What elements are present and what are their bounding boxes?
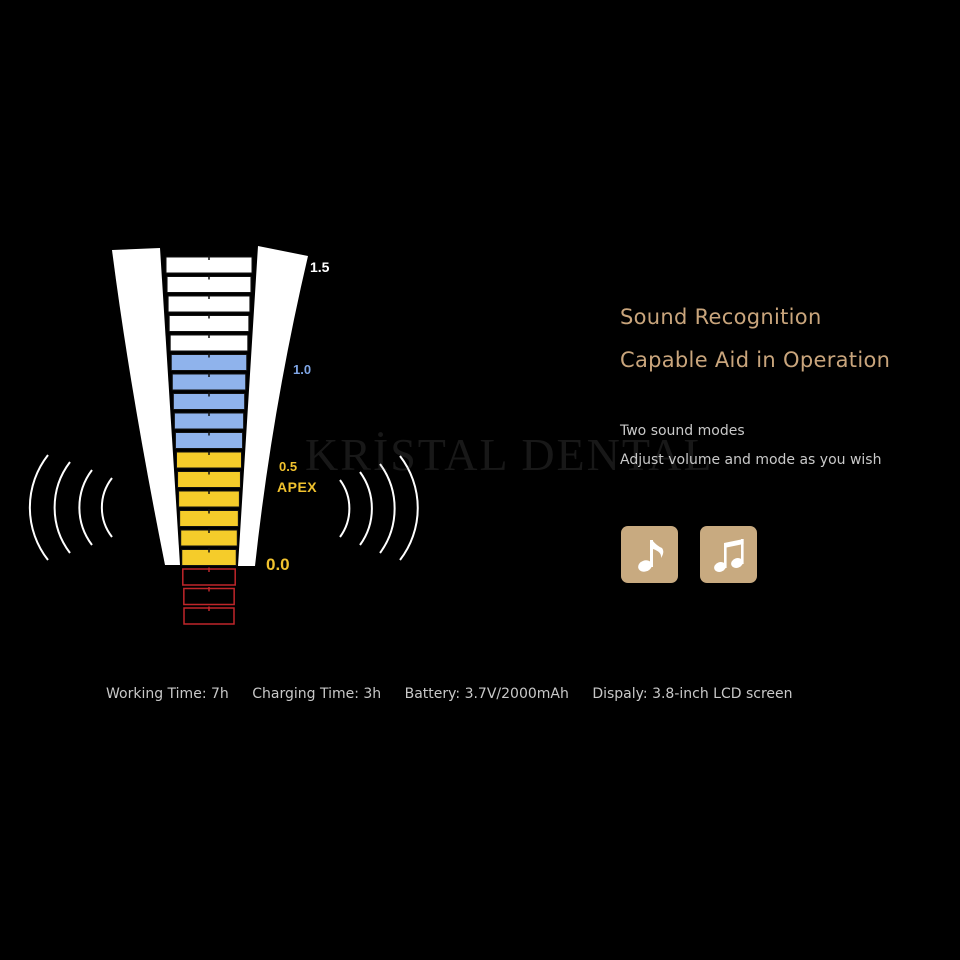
feature-heading-line1: Sound Recognition: [620, 305, 822, 329]
sound-mode-1-button[interactable]: [621, 526, 678, 583]
scale-label-0-0: 0.0: [266, 555, 290, 574]
spec-working-time: Working Time: 7h: [106, 686, 229, 702]
scale-label-1-0: 1.0: [293, 362, 312, 377]
sound-wave-left-icon: [28, 454, 113, 561]
gauge-segments: [165, 255, 253, 625]
feature-heading-line2: Capable Aid in Operation: [620, 348, 891, 372]
feature-description-line2: Adjust volume and mode as you wish: [620, 452, 882, 468]
beamed-notes-icon: [714, 539, 744, 572]
tooth-wall-right: [238, 246, 308, 566]
sound-mode-2-button[interactable]: [700, 526, 757, 583]
spec-line: Working Time: 7h Charging Time: 3h Batte…: [106, 686, 812, 702]
eighth-note-icon: [638, 540, 664, 572]
spec-charging-time: Charging Time: 3h: [252, 686, 382, 702]
apex-label: APEX: [277, 479, 318, 495]
feature-description-line1: Two sound modes: [620, 423, 745, 439]
tooth-wall-left: [112, 248, 180, 565]
spec-display: Dispaly: 3.8-inch LCD screen: [592, 686, 793, 702]
spec-battery: Battery: 3.7V/2000mAh: [404, 686, 569, 702]
scale-label-0-5: 0.5: [279, 459, 298, 474]
watermark: KRİSTAL DENTAL: [305, 429, 714, 480]
scale-label-1-5: 1.5: [310, 259, 330, 275]
sound-wave-right-icon: [339, 455, 419, 561]
